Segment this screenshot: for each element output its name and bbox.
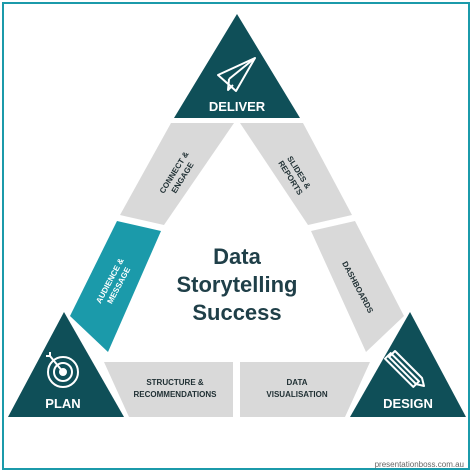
segment-connect-engage (120, 123, 234, 225)
structure-line-2: RECOMMENDATIONS (134, 390, 218, 399)
segment-slides-reports (240, 123, 352, 225)
title-line-3: Success (192, 300, 281, 325)
design-label: DESIGN (383, 396, 433, 411)
dataviz-line-1: DATA (286, 378, 307, 387)
footer-url: presentationboss.com.au (374, 460, 464, 469)
title-line-1: Data (213, 244, 261, 269)
paper-plane-icon (217, 57, 256, 92)
segment-structure-recommendations (104, 362, 233, 417)
plan-label: PLAN (45, 396, 80, 411)
dataviz-line-2: VISUALISATION (266, 390, 327, 399)
ruler-pencil-icon (384, 350, 425, 388)
title-line-2: Storytelling (176, 272, 297, 297)
segment-dashboards (311, 221, 404, 352)
target-icon (46, 352, 79, 388)
segment-audience-message (70, 221, 161, 352)
structure-line-1: STRUCTURE & (146, 378, 204, 387)
segment-data-visualisation (240, 362, 370, 417)
outer-frame (2, 2, 470, 470)
deliver-label: DELIVER (209, 99, 266, 114)
